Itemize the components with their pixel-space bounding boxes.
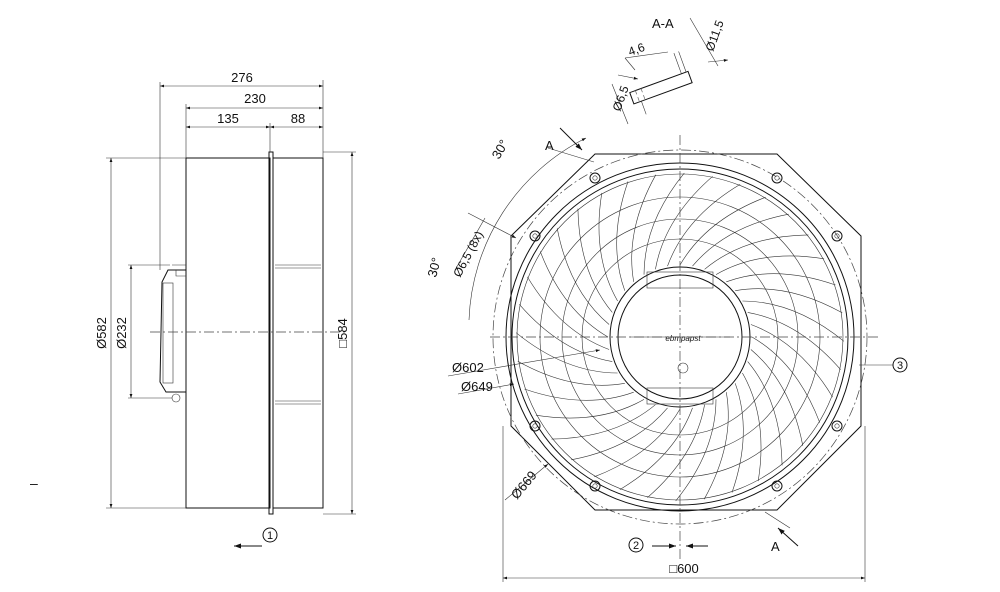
guard-spoke — [750, 324, 833, 398]
mounting-hole-inner — [834, 423, 840, 429]
guard-spokes — [515, 172, 845, 502]
mounting-pcd — [492, 149, 868, 525]
guard-spoke — [679, 196, 766, 266]
brand-label: ebmpapst — [665, 334, 701, 343]
rear-guard — [272, 157, 324, 509]
guard-spoke — [643, 172, 685, 275]
guard-spoke — [619, 407, 693, 490]
guard-spoke — [731, 383, 744, 493]
dim-hole: Ø6,5 (8x) — [450, 229, 486, 280]
marker-3-circle — [892, 357, 908, 373]
housing-outline — [510, 153, 862, 511]
mounting-hole — [771, 172, 783, 184]
housing-body — [185, 157, 271, 509]
hub-center — [677, 362, 689, 374]
dim-11-5: Ø11,5 — [703, 18, 727, 53]
section-view: A-A Ø11,5 4,6 Ø6,5 — [610, 16, 729, 125]
guard-spoke — [524, 388, 634, 401]
guard-spoke — [535, 399, 645, 419]
guard-spoke — [703, 392, 729, 500]
guard-spoke — [598, 192, 618, 302]
guard-spoke — [667, 184, 741, 267]
dim-88: 88 — [291, 111, 305, 126]
dim-230: 230 — [244, 91, 266, 106]
dim-649: Ø649 — [461, 379, 493, 394]
guard-spoke — [715, 255, 825, 275]
dim-584: □584 — [335, 318, 350, 348]
marker-3: 3 — [897, 360, 903, 372]
terminal-box — [159, 269, 186, 393]
dim-4-6: 4,6 — [626, 40, 647, 59]
guard-spoke — [527, 276, 610, 350]
marker-2: 2 — [633, 540, 639, 552]
guard-spoke — [515, 332, 618, 374]
guard-spoke — [704, 234, 809, 270]
dim-276: 276 — [231, 70, 253, 85]
mounting-hole — [831, 230, 843, 242]
dim-600: □600 — [669, 561, 699, 576]
guard-spoke — [726, 273, 836, 286]
marker-2-circle — [628, 537, 644, 553]
dim-135: 135 — [217, 111, 239, 126]
angle-upper: 30° — [489, 137, 512, 162]
mounting-hole — [589, 480, 601, 492]
guard-spoke — [616, 181, 629, 291]
guard-spoke — [735, 288, 843, 314]
guard-spoke — [551, 404, 656, 440]
guard-spoke — [571, 407, 668, 461]
mounting-hole — [831, 420, 843, 432]
mounting-hole — [771, 480, 783, 492]
mounting-hole-inner — [532, 423, 538, 429]
angle-lower: 30° — [424, 256, 444, 279]
dim-669: Ø669 — [508, 468, 540, 502]
mounting-hole — [529, 230, 541, 242]
guard-spoke — [647, 404, 705, 498]
guard-spoke — [751, 336, 821, 423]
guard-spoke — [577, 208, 613, 313]
guard-spoke — [747, 312, 841, 370]
guard-spoke — [742, 372, 762, 482]
guard-spoke — [742, 300, 845, 342]
guard-spoke — [594, 408, 681, 478]
guard-spoke — [519, 304, 613, 362]
dim-602: Ø602 — [452, 360, 484, 375]
mounting-hole-inner — [834, 233, 840, 239]
guard-spoke — [692, 213, 789, 267]
section-title: A-A — [652, 16, 674, 31]
left-mark: – — [30, 475, 38, 491]
marker-1-circle — [262, 527, 278, 543]
mounting-hole-inner — [532, 233, 538, 239]
guard-spoke — [631, 174, 657, 282]
dim-582: Ø582 — [94, 317, 109, 349]
guard-spoke — [539, 251, 609, 338]
mounting-hole-inner — [774, 483, 780, 489]
mounting-holes — [529, 172, 843, 492]
section-a-bottom: A — [771, 539, 780, 554]
guard-spoke — [556, 228, 610, 325]
mounting-hole-inner — [592, 483, 598, 489]
front-view: ebmpapst A A 30° 30° Ø6,5 (8x) Ø602 Ø649… — [424, 127, 908, 582]
guard-spoke — [517, 360, 625, 386]
dim-232: Ø232 — [114, 317, 129, 349]
side-view: 276 230 135 88 Ø582 Ø232 □584 1 — [94, 70, 356, 549]
guard-spoke — [747, 361, 783, 466]
guard-spoke — [675, 399, 717, 502]
marker-1: 1 — [267, 530, 273, 542]
mounting-hole-inner — [592, 175, 598, 181]
mounting-hole-inner — [774, 175, 780, 181]
mounting-hole — [529, 420, 541, 432]
guard-spoke — [655, 176, 713, 270]
dim-6-5: Ø6,5 — [610, 83, 632, 113]
mounting-hole — [589, 172, 601, 184]
section-part — [629, 70, 693, 105]
section-a-top: A — [545, 138, 554, 153]
guard-spoke — [750, 349, 804, 446]
